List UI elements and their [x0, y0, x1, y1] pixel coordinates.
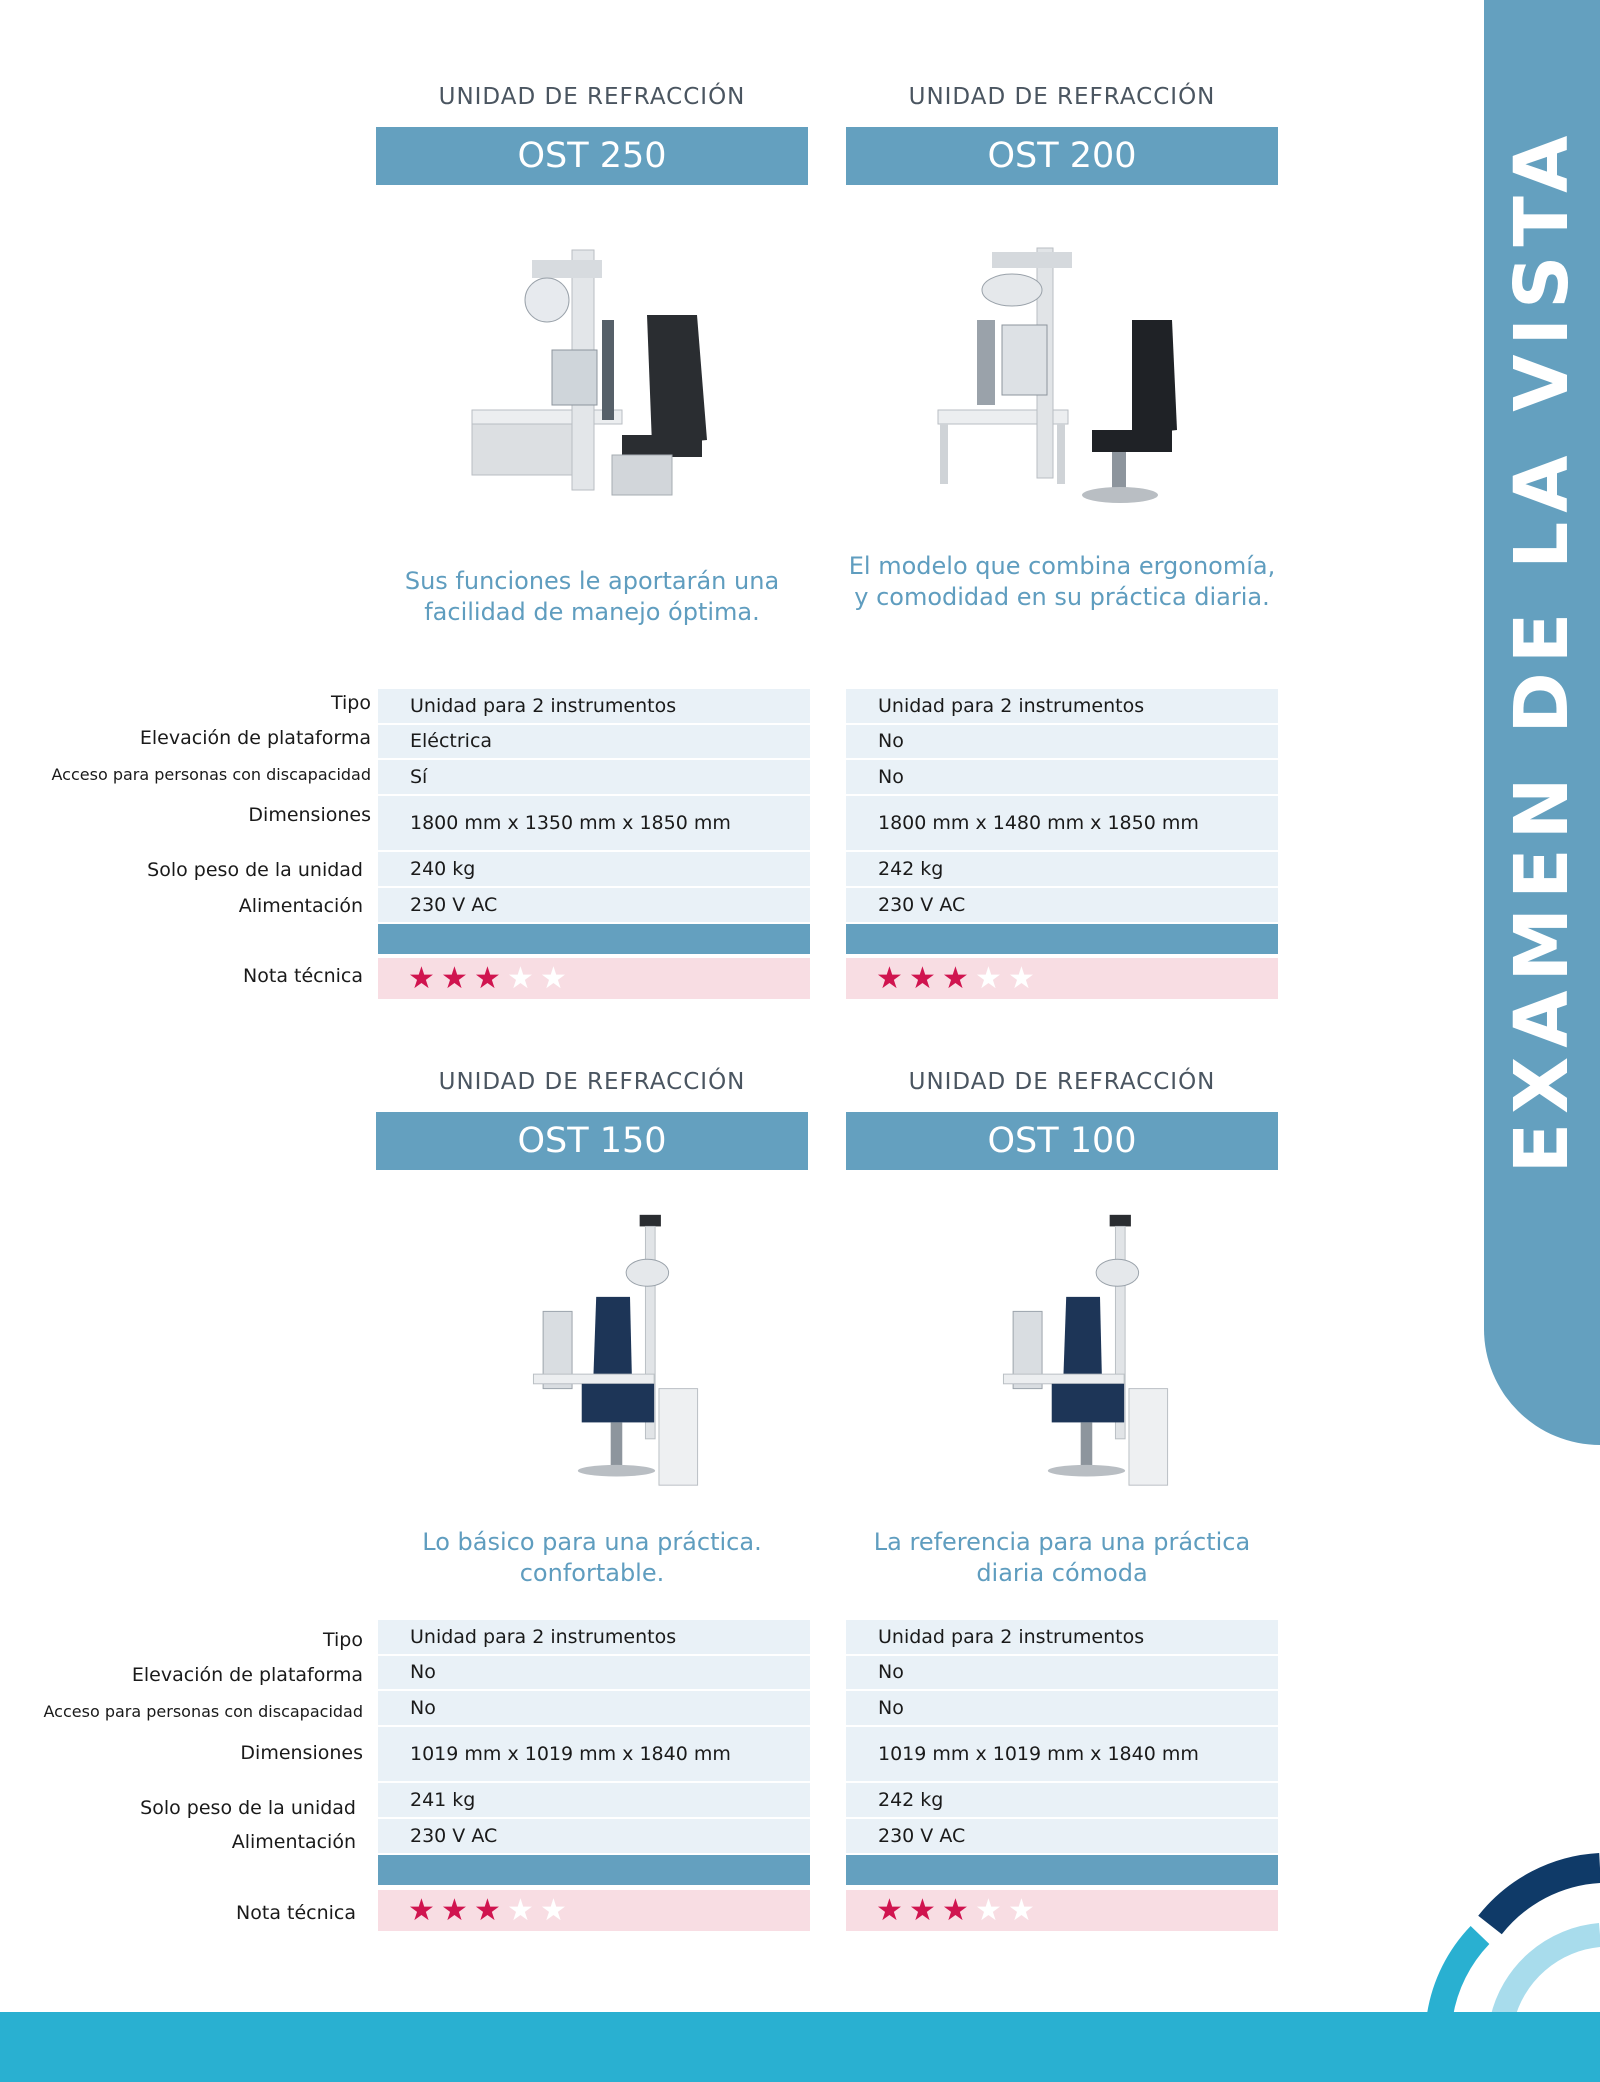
- star-filled-icon: ★: [909, 1893, 936, 1928]
- star-filled-icon: ★: [942, 961, 969, 996]
- spec-weight-value: 242 kg: [846, 852, 1278, 886]
- spec-dimensions-value: 1800 mm x 1350 mm x 1850 mm: [378, 796, 810, 850]
- star-empty-icon: ★: [1008, 1893, 1035, 1928]
- spec-power-value: 230 V AC: [846, 888, 1278, 922]
- spec-power-value: 230 V AC: [378, 1819, 810, 1853]
- label-type: Tipo: [331, 692, 371, 714]
- spec-weight-value: 240 kg: [378, 852, 810, 886]
- label-platform: Elevación de plataforma: [139, 727, 371, 749]
- product-tagline: Lo básico para una práctica. confortable…: [422, 1528, 762, 1587]
- spec-weight-value: 241 kg: [378, 1783, 810, 1817]
- spec-platform-value: Eléctrica: [378, 725, 810, 758]
- star-filled-icon: ★: [441, 1893, 468, 1928]
- star-empty-icon: ★: [507, 1893, 534, 1928]
- spec-access-value: No: [378, 1691, 810, 1725]
- side-tab: [1484, 0, 1600, 1445]
- label-type: Tipo: [323, 1629, 363, 1651]
- spec-divider-bar: [846, 924, 1278, 954]
- spec-divider-bar: [378, 924, 810, 954]
- product-category: UNIDAD DE REFRACCIÓN: [908, 84, 1216, 110]
- star-filled-icon: ★: [408, 961, 435, 996]
- star-filled-icon: ★: [876, 961, 903, 996]
- label-platform: Elevación de plataforma: [131, 1664, 363, 1686]
- star-filled-icon: ★: [909, 961, 936, 996]
- label-power: Alimentación: [231, 1831, 356, 1853]
- star-empty-icon: ★: [507, 961, 534, 996]
- refraction-unit-photo: [471, 249, 707, 496]
- star-filled-icon: ★: [441, 961, 468, 996]
- rating-stars: ★★★★★: [378, 1890, 810, 1931]
- product-category: UNIDAD DE REFRACCIÓN: [438, 84, 746, 110]
- label-access: Acceso para personas con discapacidad: [43, 1702, 363, 1721]
- spec-divider-bar: [378, 1855, 810, 1885]
- spec-type-value: Unidad para 2 instrumentos: [378, 689, 810, 723]
- product-title: OST 250: [376, 127, 808, 185]
- refraction-unit-photo: [532, 1214, 699, 1486]
- product-tagline: Sus funciones le aportarán una facilidad…: [404, 567, 780, 626]
- star-filled-icon: ★: [942, 1893, 969, 1928]
- spec-dimensions-value: 1019 mm x 1019 mm x 1840 mm: [846, 1727, 1278, 1781]
- label-access: Acceso para personas con discapacidad: [51, 765, 371, 784]
- star-filled-icon: ★: [474, 1893, 501, 1928]
- spec-access-value: Sí: [378, 760, 810, 794]
- spec-power-value: 230 V AC: [846, 1819, 1278, 1853]
- label-weight: Solo peso de la unidad: [140, 1797, 356, 1819]
- spec-type-value: Unidad para 2 instrumentos: [846, 689, 1278, 723]
- star-empty-icon: ★: [1008, 961, 1035, 996]
- label-dimensions: Dimensiones: [248, 804, 371, 826]
- refraction-unit-photo: [1002, 1214, 1169, 1486]
- spec-access-value: No: [846, 1691, 1278, 1725]
- spec-platform-value: No: [846, 725, 1278, 758]
- star-empty-icon: ★: [975, 1893, 1002, 1928]
- spec-access-value: No: [846, 760, 1278, 794]
- product-title: OST 150: [376, 1112, 808, 1170]
- spec-dimensions-value: 1019 mm x 1019 mm x 1840 mm: [378, 1727, 810, 1781]
- spec-power-value: 230 V AC: [378, 888, 810, 922]
- logo-arcs-icon: [1427, 1853, 1600, 2020]
- product-category: UNIDAD DE REFRACCIÓN: [908, 1069, 1216, 1095]
- product-title: OST 200: [846, 127, 1278, 185]
- label-dimensions: Dimensiones: [240, 1742, 363, 1764]
- rating-stars: ★★★★★: [378, 958, 810, 999]
- label-rating: Nota técnica: [236, 1902, 356, 1924]
- star-filled-icon: ★: [876, 1893, 903, 1928]
- rating-stars: ★★★★★: [846, 1890, 1278, 1931]
- label-rating: Nota técnica: [243, 965, 363, 987]
- star-filled-icon: ★: [474, 961, 501, 996]
- spec-dimensions-value: 1800 mm x 1480 mm x 1850 mm: [846, 796, 1278, 850]
- spec-type-value: Unidad para 2 instrumentos: [378, 1620, 810, 1654]
- star-empty-icon: ★: [540, 961, 567, 996]
- product-tagline: El modelo que combina ergonomía, y comod…: [848, 552, 1276, 611]
- label-power: Alimentación: [238, 895, 363, 917]
- star-filled-icon: ★: [408, 1893, 435, 1928]
- label-weight: Solo peso de la unidad: [147, 859, 363, 881]
- star-empty-icon: ★: [975, 961, 1002, 996]
- spec-platform-value: No: [378, 1656, 810, 1689]
- section-title: EXAMEN DE LA VISTA: [1499, 126, 1585, 1174]
- rating-stars: ★★★★★: [846, 958, 1278, 999]
- star-empty-icon: ★: [540, 1893, 567, 1928]
- product-category: UNIDAD DE REFRACCIÓN: [438, 1069, 746, 1095]
- spec-platform-value: No: [846, 1656, 1278, 1689]
- product-tagline: La referencia para una práctica diaria c…: [873, 1528, 1251, 1587]
- product-title: OST 100: [846, 1112, 1278, 1170]
- spec-divider-bar: [846, 1855, 1278, 1885]
- refraction-unit-photo: [937, 247, 1177, 503]
- spec-type-value: Unidad para 2 instrumentos: [846, 1620, 1278, 1654]
- footer-band: [0, 2012, 1600, 2082]
- spec-weight-value: 242 kg: [846, 1783, 1278, 1817]
